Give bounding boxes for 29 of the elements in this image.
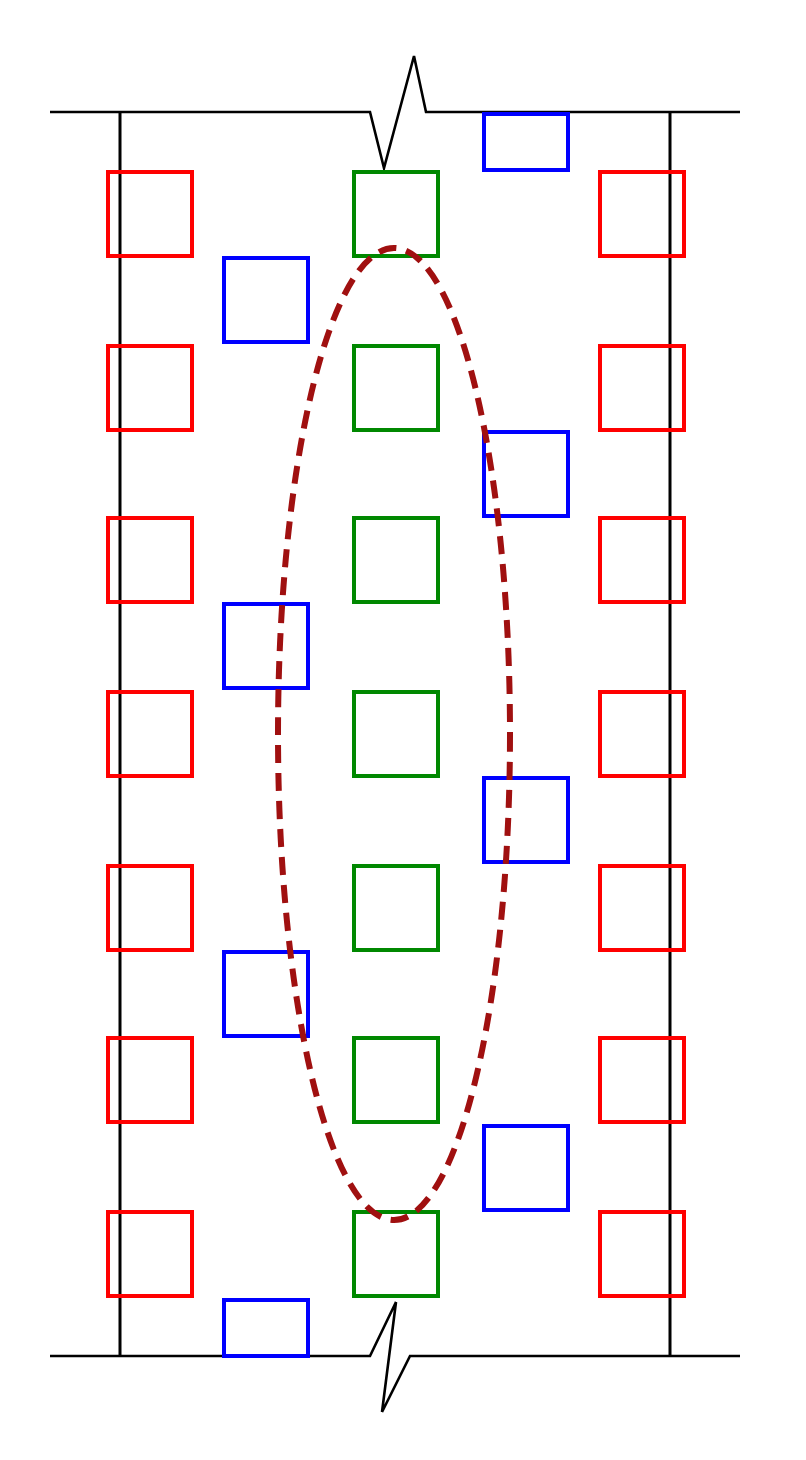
offset-square: [222, 256, 310, 344]
column-square: [106, 516, 194, 604]
column-square: [598, 864, 686, 952]
column-square: [598, 1036, 686, 1124]
offset-square: [222, 950, 310, 1038]
offset-square: [482, 1124, 570, 1212]
column-square: [106, 344, 194, 432]
column-square: [106, 690, 194, 778]
center-square: [352, 344, 440, 432]
offset-square: [482, 112, 570, 172]
offset-square: [222, 1298, 310, 1358]
center-square: [352, 1210, 440, 1298]
offset-square: [482, 430, 570, 518]
center-square: [352, 516, 440, 604]
column-square: [598, 1210, 686, 1298]
column-square: [106, 1210, 194, 1298]
center-square: [352, 864, 440, 952]
column-square: [106, 1036, 194, 1124]
offset-square: [222, 602, 310, 690]
column-square: [598, 344, 686, 432]
center-square: [352, 690, 440, 778]
center-square: [352, 170, 440, 258]
column-square: [106, 864, 194, 952]
center-square: [352, 1036, 440, 1124]
column-square: [598, 516, 686, 604]
column-square: [106, 170, 194, 258]
column-square: [598, 690, 686, 778]
offset-square: [482, 776, 570, 864]
column-square: [598, 170, 686, 258]
